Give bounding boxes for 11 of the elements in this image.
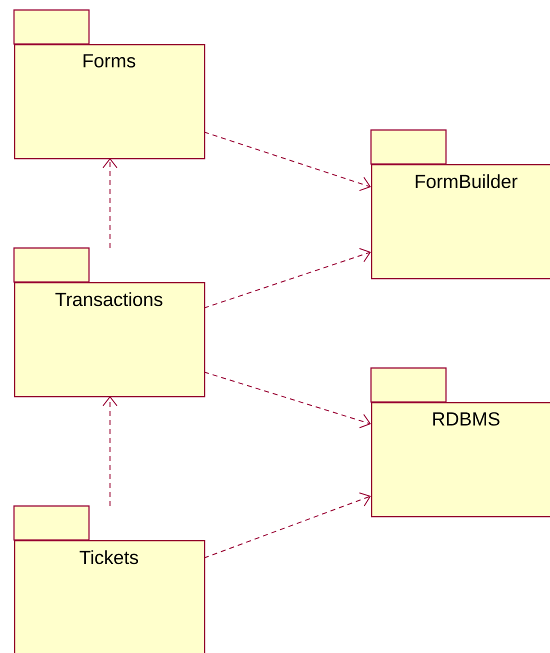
package-box: Tickets	[13, 505, 206, 653]
package-box: Forms	[13, 9, 206, 160]
package-box: FormBuilder	[370, 129, 550, 280]
package-box: Transactions	[13, 247, 206, 398]
package-box: RDBMS	[370, 367, 550, 518]
dependency-arrow	[204, 492, 371, 558]
dependency-arrow	[204, 132, 371, 192]
dependency-arrow	[102, 396, 118, 506]
dependency-arrow	[204, 372, 371, 428]
dependency-arrow	[204, 248, 371, 308]
dependency-arrow	[102, 158, 118, 248]
